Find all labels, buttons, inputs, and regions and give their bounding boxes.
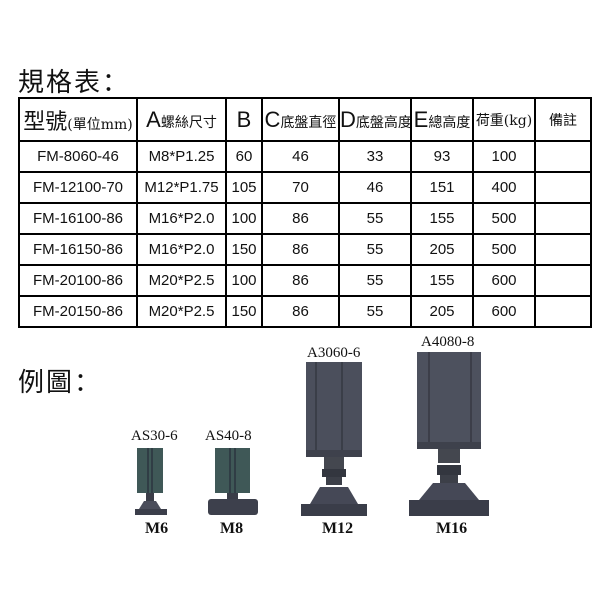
table-cell	[534, 202, 592, 235]
spec-heading: 規格表：	[18, 68, 131, 98]
table-cell: FM-20150-86	[18, 295, 138, 328]
column-header-label: 備註	[549, 112, 577, 129]
table-cell: 151	[410, 171, 474, 204]
table-cell: 500	[472, 202, 536, 235]
table-cell: 150	[225, 233, 263, 266]
table-cell: 55	[338, 264, 412, 297]
column-header-label: 螺絲尺寸	[160, 114, 217, 131]
column-header: 型號(單位mm)	[18, 97, 138, 142]
table-cell: 86	[261, 264, 340, 297]
table-cell: 205	[410, 233, 474, 266]
leveling-foot-image-m8	[208, 448, 258, 515]
table-cell: 600	[472, 295, 536, 328]
table-cell: 155	[410, 202, 474, 235]
example-thread-label: M8	[220, 520, 244, 537]
table-cell: 60	[225, 140, 263, 173]
table-cell: 400	[472, 171, 536, 204]
column-header: D底盤高度	[338, 97, 412, 142]
table-cell: FM-8060-46	[18, 140, 138, 173]
column-header-label: (單位mm)	[67, 116, 133, 133]
table-cell: 86	[261, 295, 340, 328]
table-cell: 600	[472, 264, 536, 297]
table-cell: 55	[338, 295, 412, 328]
example-thread-label: M12	[322, 520, 354, 537]
table-cell: FM-20100-86	[18, 264, 138, 297]
leveling-foot-image-m6	[135, 448, 167, 515]
table-cell: 86	[261, 202, 340, 235]
leveling-foot-image-m12	[301, 362, 367, 516]
column-header-label: 總高度	[428, 114, 471, 131]
table-cell: 150	[225, 295, 263, 328]
table-cell	[534, 171, 592, 204]
table-cell: 155	[410, 264, 474, 297]
table-cell: 46	[261, 140, 340, 173]
column-header: B	[225, 97, 263, 142]
column-header-letter: B	[236, 106, 252, 132]
table-cell: M8*P1.25	[136, 140, 227, 173]
table-cell: 93	[410, 140, 474, 173]
table-cell: 105	[225, 171, 263, 204]
leveling-foot-image-m16	[409, 352, 489, 516]
table-cell: 205	[410, 295, 474, 328]
table-cell	[534, 140, 592, 173]
column-header: A螺絲尺寸	[136, 97, 227, 142]
table-cell: 100	[225, 264, 263, 297]
table-cell: FM-16150-86	[18, 233, 138, 266]
table-cell: FM-12100-70	[18, 171, 138, 204]
table-cell: 55	[338, 202, 412, 235]
column-header: 備註	[534, 97, 592, 142]
table-cell: M12*P1.75	[136, 171, 227, 204]
table-cell: 100	[472, 140, 536, 173]
column-header-letter: C	[264, 106, 281, 132]
table-cell: 70	[261, 171, 340, 204]
example-thread-label: M6	[145, 520, 169, 537]
example-model-label: AS30-6	[131, 428, 178, 444]
column-header: C底盤直徑	[261, 97, 340, 142]
table-cell: 33	[338, 140, 412, 173]
table-cell: 500	[472, 233, 536, 266]
table-cell: 46	[338, 171, 412, 204]
column-header-letter: A	[146, 106, 161, 132]
column-header: 荷重(kg)	[472, 97, 536, 142]
column-header-label: 底盤直徑	[280, 114, 337, 131]
column-header-letter: 型號	[23, 109, 68, 135]
table-cell: 100	[225, 202, 263, 235]
table-cell	[534, 295, 592, 328]
table-cell: M20*P2.5	[136, 264, 227, 297]
table-cell: M16*P2.0	[136, 233, 227, 266]
column-header-label: 底盤高度	[355, 114, 411, 131]
example-model-label: A4080-8	[421, 334, 475, 350]
table-cell: M16*P2.0	[136, 202, 227, 235]
column-header-letter: E	[413, 106, 429, 132]
example-model-label: A3060-6	[307, 345, 361, 361]
example-heading: 例圖：	[18, 368, 103, 398]
table-cell	[534, 233, 592, 266]
column-header-letter: D	[340, 106, 356, 132]
table-cell	[534, 264, 592, 297]
table-cell: FM-16100-86	[18, 202, 138, 235]
table-cell: 86	[261, 233, 340, 266]
table-cell: M20*P2.5	[136, 295, 227, 328]
example-thread-label: M16	[436, 520, 468, 537]
column-header-label: 荷重(kg)	[475, 112, 533, 129]
column-header: E總高度	[410, 97, 474, 142]
table-cell: 55	[338, 233, 412, 266]
example-model-label: AS40-8	[205, 428, 252, 444]
